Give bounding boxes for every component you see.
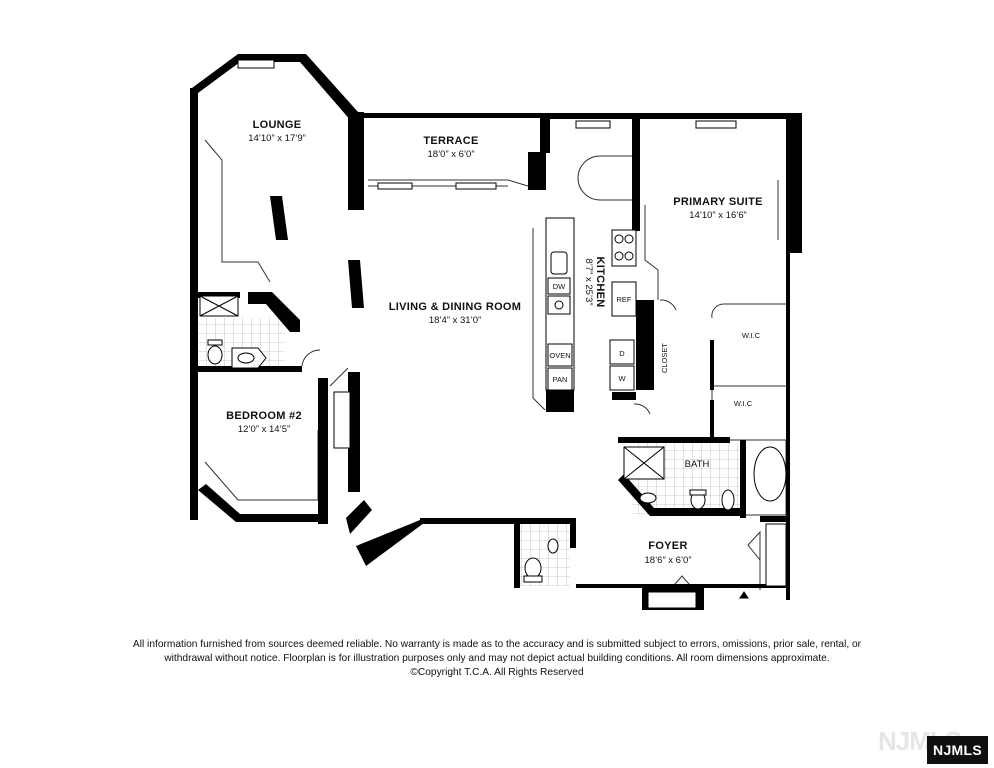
fixture-labels: DW REF OVEN PAN D W CLOSET W.I.C W.I.C B… [549,282,760,470]
bedroom-2-name: BEDROOM #2 [226,410,302,422]
copyright-line: ©Copyright T.C.A. All Rights Reserved [410,667,584,678]
oven-label: OVEN [549,351,570,360]
disclaimer-line-2: withdrawal without notice. Floorplan is … [164,653,830,664]
wic-2-label: W.I.C [734,399,753,408]
bedroom-2-dims: 12’0” x 14’5” [238,424,290,435]
primary-suite-name: PRIMARY SUITE [673,196,762,208]
fixtures [199,217,787,599]
room-labels: LOUNGE 14’10” x 17’9” TERRACE 18’0” x 6’… [226,119,762,566]
living-dining-name: LIVING & DINING ROOM [389,301,522,313]
terrace-name: TERRACE [423,135,478,147]
njmls-badge: NJMLS [927,736,988,764]
lounge-name: LOUNGE [253,119,302,131]
dishwasher-label: DW [553,282,566,291]
kitchen-name: KITCHEN [594,257,606,308]
terrace-dims: 18’0” x 6’0” [428,149,475,160]
dryer-label: D [619,349,625,358]
pan-label: PAN [553,375,568,384]
foyer-dims: 18’6” x 6’0” [645,555,692,566]
disclaimer-line-1: All information furnished from sources d… [132,639,862,650]
primary-suite-dims: 14’10” x 16’6” [689,210,747,221]
lounge-dims: 14’10” x 17’9” [248,133,306,144]
walls [190,54,802,610]
closet-label: CLOSET [660,343,669,373]
windows [237,59,787,609]
disclaimer-text: All information furnished from sources d… [70,638,924,680]
foyer-name: FOYER [648,540,687,552]
refrigerator-label: REF [617,295,632,304]
living-dining-dims: 18’4” x 31’0” [429,315,481,326]
bath-label: BATH [685,459,710,470]
wic-1-label: W.I.C [742,331,761,340]
washer-label: W [618,374,626,383]
njmls-logo: NJMLS NJMLS [878,722,988,764]
kitchen-dims: 8’7” x 25’3” [583,259,594,306]
